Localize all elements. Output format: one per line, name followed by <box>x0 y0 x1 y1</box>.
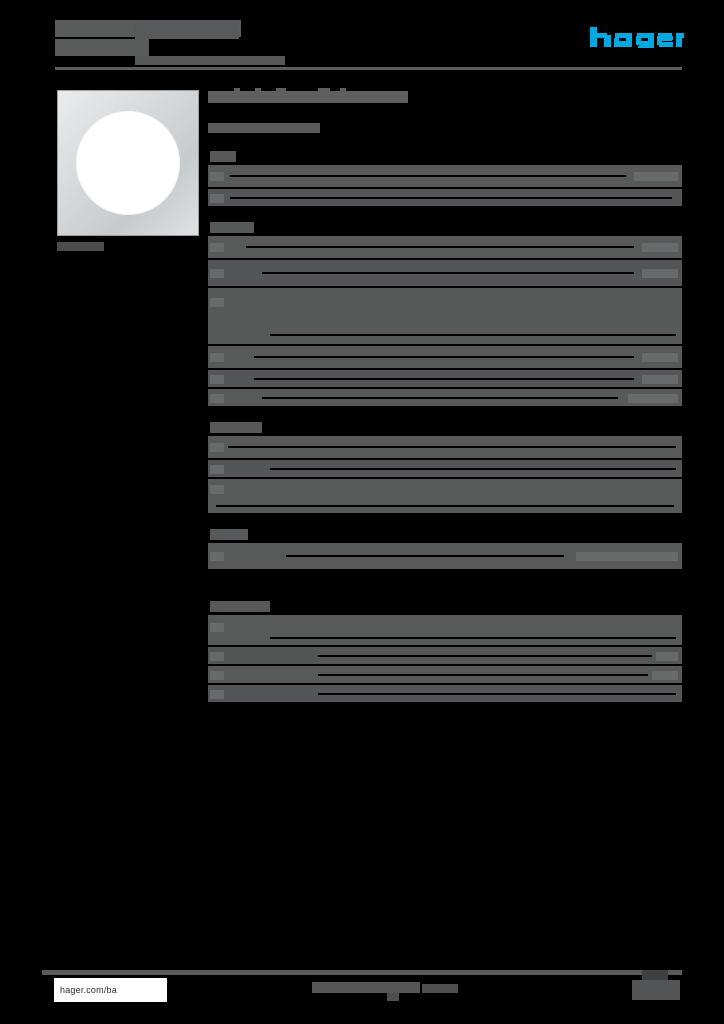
section-heading <box>208 151 682 162</box>
table-row <box>208 685 682 702</box>
footer-divider <box>42 970 682 975</box>
section-spacer <box>208 571 682 601</box>
section-spacer <box>208 208 682 222</box>
footer-url-text: hager.com/ba <box>60 985 117 995</box>
page-footer: hager.com/ba <box>42 970 682 1002</box>
table-row <box>208 288 682 344</box>
table-row <box>208 236 682 258</box>
header-title-line-3 <box>135 20 239 39</box>
product-image-caption <box>57 242 104 251</box>
page-title-text <box>208 91 408 103</box>
table-row <box>208 666 682 683</box>
table-row <box>208 460 682 477</box>
footer-center-fragment <box>422 984 458 993</box>
footer-right-text <box>632 980 680 1000</box>
table-row <box>208 647 682 664</box>
page-title <box>208 88 408 103</box>
hager-logo <box>590 26 684 48</box>
header-title-line-2 <box>55 39 149 56</box>
footer-center-fragment-2 <box>387 993 399 1001</box>
product-frame-graphic <box>57 90 199 236</box>
footer-url[interactable]: hager.com/ba <box>54 978 167 1002</box>
product-cutout-graphic <box>76 111 180 215</box>
footer-center-text <box>312 982 420 993</box>
hager-logo-icon <box>590 27 684 48</box>
section-heading <box>208 222 682 233</box>
table-row <box>208 346 682 368</box>
table-row <box>208 189 682 206</box>
section-heading <box>208 601 682 612</box>
table-row <box>208 389 682 406</box>
table-row <box>208 370 682 387</box>
section-heading <box>208 422 682 433</box>
page-subtitle <box>208 123 320 133</box>
table-row <box>208 615 682 645</box>
table-row <box>208 165 682 187</box>
table-row <box>208 436 682 458</box>
product-image <box>57 90 199 236</box>
table-row <box>208 260 682 286</box>
header-subtitle <box>135 56 285 65</box>
section-spacer <box>208 515 682 529</box>
section-heading <box>208 529 682 540</box>
header-divider <box>55 67 682 70</box>
section-spacer <box>208 408 682 422</box>
specification-column <box>208 88 682 704</box>
footer-right-fragment <box>642 970 668 980</box>
table-row <box>208 479 682 513</box>
page-header <box>55 18 685 70</box>
table-row <box>208 543 682 569</box>
